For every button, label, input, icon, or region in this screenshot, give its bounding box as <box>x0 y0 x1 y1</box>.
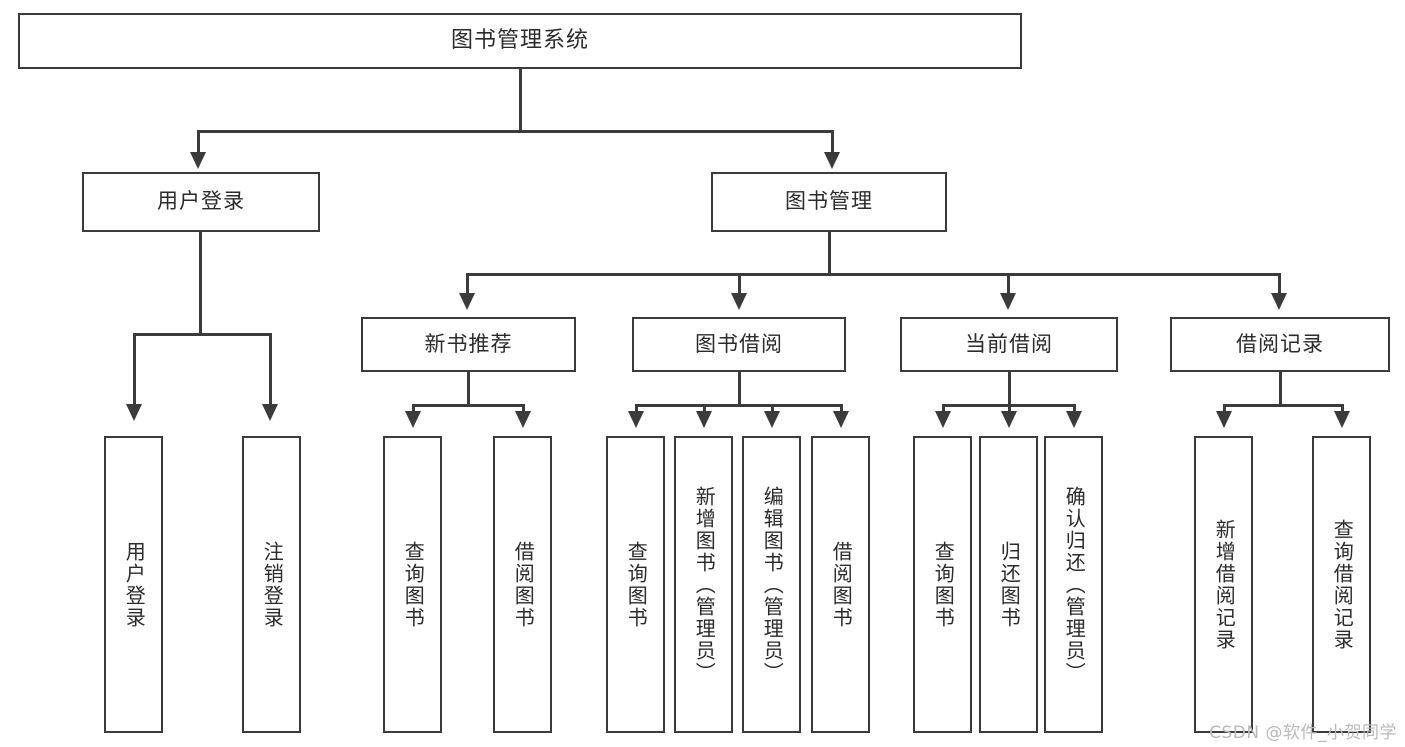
node-label: 归还图书 <box>997 540 1022 629</box>
connector-user-login-child-1 <box>133 333 136 406</box>
connector-cb-child-1 <box>942 404 945 413</box>
arrowhead-leaf-query-book-1 <box>405 411 421 428</box>
arrowhead-leaf-user-login <box>126 404 142 421</box>
node-leaf-confirm-return[interactable]: 确认归还（管理员） <box>1044 436 1103 733</box>
arrowhead-leaf-query-book-2 <box>628 411 644 428</box>
arrowhead-to-borrow-record <box>1271 293 1287 310</box>
arrowhead-leaf-query-record <box>1334 411 1350 428</box>
node-user-login[interactable]: 用户登录 <box>82 172 320 232</box>
node-leaf-edit-book[interactable]: 编辑图书（管理员） <box>742 436 801 733</box>
node-label: 查询图书 <box>624 540 649 629</box>
connector-root-bus <box>197 130 834 133</box>
arrowhead-to-book-management <box>824 152 840 169</box>
connector-current-borrow-stem <box>1008 372 1011 405</box>
connector-new-book-recommend-stem <box>467 372 470 405</box>
arrowhead-leaf-borrow-book-2 <box>833 411 849 428</box>
arrowhead-leaf-add-record <box>1216 411 1232 428</box>
node-label: 图书管理系统 <box>450 27 589 53</box>
arrowhead-leaf-add-book <box>696 411 712 428</box>
connector-book-borrow-bus <box>635 404 843 407</box>
connector-to-new-book-recommend <box>466 273 469 295</box>
connector-bb-child-1 <box>635 404 638 413</box>
connector-br-child-2 <box>1341 404 1344 413</box>
connector-cb-child-2 <box>1008 404 1011 413</box>
connector-book-management-stem <box>828 232 831 274</box>
node-label: 查询图书 <box>401 540 426 629</box>
node-book-management[interactable]: 图书管理 <box>711 172 947 232</box>
connector-to-book-borrow <box>738 273 741 295</box>
connector-br-child-1 <box>1223 404 1226 413</box>
arrowhead-to-book-borrow <box>731 293 747 310</box>
node-label: 用户登录 <box>122 540 147 629</box>
connector-bb-child-2 <box>703 404 706 413</box>
connector-root-stem <box>519 69 522 131</box>
node-leaf-add-book[interactable]: 新增图书（管理员） <box>674 436 733 733</box>
node-current-borrow[interactable]: 当前借阅 <box>900 317 1118 372</box>
connector-to-book-management <box>831 130 834 154</box>
node-leaf-borrow-book-1[interactable]: 借阅图书 <box>493 436 552 733</box>
node-leaf-logout[interactable]: 注销登录 <box>242 436 301 733</box>
node-label: 借阅图书 <box>829 540 854 629</box>
node-leaf-return-book[interactable]: 归还图书 <box>979 436 1038 733</box>
node-leaf-borrow-book-2[interactable]: 借阅图书 <box>811 436 870 733</box>
connector-to-current-borrow <box>1007 273 1010 295</box>
arrowhead-leaf-query-book-3 <box>935 411 951 428</box>
node-label: 借阅图书 <box>511 540 536 629</box>
arrowhead-to-current-borrow <box>1000 293 1016 310</box>
node-label: 查询图书 <box>931 540 956 629</box>
connector-cb-child-3 <box>1073 404 1076 413</box>
node-leaf-query-book-1[interactable]: 查询图书 <box>383 436 442 733</box>
arrowhead-leaf-confirm-return <box>1066 411 1082 428</box>
arrowhead-leaf-borrow-book-1 <box>515 411 531 428</box>
connector-bb-child-3 <box>771 404 774 413</box>
node-label: 当前借阅 <box>965 331 1053 356</box>
connector-book-management-bus <box>466 273 1278 276</box>
connector-user-login-bus <box>133 333 269 336</box>
node-root-system[interactable]: 图书管理系统 <box>18 13 1022 69</box>
connector-nbr-child-1 <box>412 404 415 413</box>
node-label: 新书推荐 <box>424 331 513 356</box>
node-label: 用户登录 <box>157 189 245 214</box>
arrowhead-to-user-login <box>190 152 206 169</box>
node-leaf-query-record[interactable]: 查询借阅记录 <box>1312 436 1371 733</box>
node-label: 新增图书（管理员） <box>692 485 717 684</box>
node-label: 查询借阅记录 <box>1330 518 1355 651</box>
node-label: 注销登录 <box>260 540 285 629</box>
node-book-borrow[interactable]: 图书借阅 <box>632 317 846 372</box>
arrowhead-leaf-edit-book <box>764 411 780 428</box>
connector-borrow-record-bus <box>1223 404 1341 407</box>
connector-bb-child-4 <box>840 404 843 413</box>
connector-to-user-login <box>197 130 200 154</box>
watermark-credit: CSDN @软件_小贺同学 <box>1209 723 1397 743</box>
node-borrow-record[interactable]: 借阅记录 <box>1170 317 1390 372</box>
node-label: 确认归还（管理员） <box>1062 485 1087 684</box>
node-label: 新增借阅记录 <box>1212 518 1237 651</box>
node-new-book-recommend[interactable]: 新书推荐 <box>361 317 576 372</box>
arrowhead-to-new-book-recommend <box>459 293 475 310</box>
connector-user-login-stem <box>199 232 202 334</box>
connector-new-book-recommend-bus <box>412 404 525 407</box>
arrowhead-leaf-return-book <box>1001 411 1017 428</box>
connector-user-login-child-2 <box>269 333 272 406</box>
connector-to-borrow-record <box>1278 273 1281 295</box>
arrowhead-leaf-logout <box>262 404 278 421</box>
node-label: 图书借阅 <box>695 331 783 356</box>
node-label: 编辑图书（管理员） <box>760 485 785 684</box>
connector-book-borrow-stem <box>738 372 741 405</box>
connector-borrow-record-stem <box>1279 372 1282 405</box>
node-leaf-add-record[interactable]: 新增借阅记录 <box>1194 436 1253 733</box>
node-leaf-query-book-3[interactable]: 查询图书 <box>913 436 972 733</box>
node-leaf-query-book-2[interactable]: 查询图书 <box>606 436 665 733</box>
node-label: 借阅记录 <box>1236 331 1324 356</box>
node-label: 图书管理 <box>785 189 873 214</box>
node-leaf-user-login[interactable]: 用户登录 <box>104 436 163 733</box>
connector-nbr-child-2 <box>522 404 525 413</box>
